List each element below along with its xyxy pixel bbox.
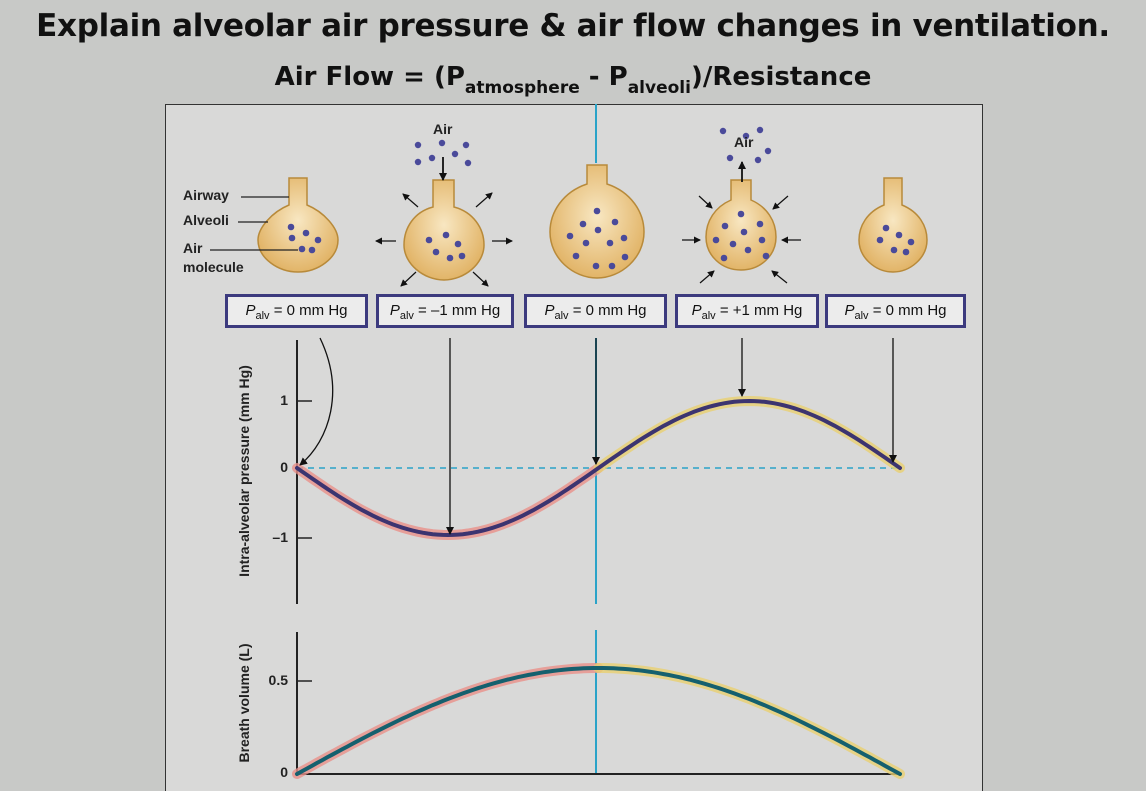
volume-line bbox=[295, 666, 902, 776]
pressure-box-1: Palv = 0 mm Hg bbox=[225, 294, 368, 328]
slide-title: Explain alveolar air pressure & air flow… bbox=[36, 8, 1110, 44]
pressure-box-2: Palv = –1 mm Hg bbox=[376, 294, 514, 328]
pressure-glow-inspiration bbox=[292, 463, 604, 541]
pressure-line bbox=[295, 398, 902, 538]
label-air-out: Air bbox=[734, 134, 754, 150]
pressure-box-5: Palv = 0 mm Hg bbox=[825, 294, 966, 328]
volume-y-axis-label: Breath volume (L) bbox=[236, 643, 252, 763]
tick-v-0: 0 bbox=[280, 764, 288, 780]
pressure-box-4: Palv = +1 mm Hg bbox=[675, 294, 819, 328]
alveolus-compressed bbox=[705, 179, 777, 271]
alveolus-expanding bbox=[403, 179, 485, 281]
tick-p-0: 0 bbox=[280, 459, 288, 475]
pressure-curve bbox=[292, 395, 905, 541]
pressure-y-axis-label: Intra-alveolar pressure (mm Hg) bbox=[236, 365, 252, 577]
label-alveoli: Alveoli bbox=[183, 212, 229, 228]
tick-p-1: 1 bbox=[280, 392, 288, 408]
volume-curve bbox=[292, 663, 905, 779]
volume-glow-inspiration bbox=[292, 663, 604, 779]
tick-p-neg1: –1 bbox=[272, 529, 288, 545]
arrow-box1 bbox=[299, 337, 334, 466]
alveolus-rest-1 bbox=[257, 177, 339, 273]
label-airway: Airway bbox=[183, 187, 229, 203]
air-molecules-incoming bbox=[414, 139, 472, 167]
tick-v-05: 0.5 bbox=[268, 672, 288, 688]
alveolus-rest-2 bbox=[858, 177, 928, 273]
pressure-glow-expiration bbox=[593, 395, 905, 473]
volume-glow-expiration bbox=[593, 663, 905, 779]
air-flow-formula: Air Flow = (Patmosphere - Palveoli)/Resi… bbox=[274, 62, 872, 98]
pressure-box-3: Palv = 0 mm Hg bbox=[524, 294, 667, 328]
label-air-in: Air bbox=[433, 121, 453, 137]
alveolus-full bbox=[549, 164, 645, 279]
air-molecules-outgoing bbox=[719, 126, 772, 164]
